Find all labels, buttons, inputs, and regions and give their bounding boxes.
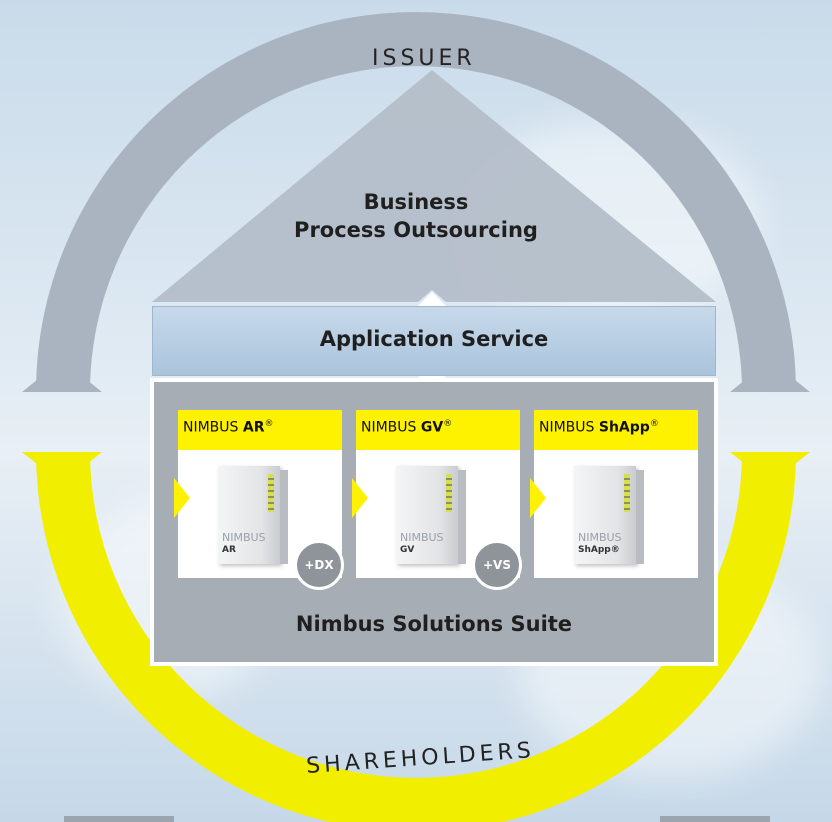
product-mark: ®: [649, 419, 659, 429]
device-brand: NIMBUS: [400, 531, 444, 544]
issuer-ring-arrow-left: [22, 360, 102, 392]
product-prefix: NIMBUS: [539, 419, 599, 436]
shareholders-ring-arrow-right: [730, 452, 810, 484]
bpo-label-line2: Process Outsourcing: [294, 218, 538, 242]
flow-chevron-icon: [530, 478, 546, 518]
server-device-icon: NIMBUS GV: [396, 466, 466, 564]
device-side: [458, 470, 466, 564]
device-side: [636, 470, 644, 564]
device-brand: NIMBUS: [578, 531, 622, 544]
product-mark: ®: [264, 419, 274, 429]
device-lights: [268, 474, 274, 512]
flow-chevron-icon: [352, 478, 368, 518]
solutions-suite-panel: NIMBUS AR® NIMBUS AR NIMBUS GV® NIMBUS G…: [150, 378, 718, 666]
solutions-suite-label: Nimbus Solutions Suite: [295, 612, 573, 636]
device-side: [280, 470, 288, 564]
device-model: GV: [400, 545, 415, 555]
device-label: NIMBUS GV: [400, 532, 444, 556]
flow-chevron-icon: [174, 478, 190, 518]
application-service-band: Application Service: [152, 306, 716, 376]
device-model: AR: [222, 545, 236, 555]
bpo-label-line1: Business: [363, 190, 469, 214]
product-name: GV: [420, 419, 444, 436]
bpo-roof: [152, 70, 716, 302]
product-mark: ®: [443, 419, 453, 429]
product-card-header: NIMBUS AR®: [178, 410, 342, 450]
product-card-gv: NIMBUS GV® NIMBUS GV: [356, 410, 520, 578]
product-card-ar: NIMBUS AR® NIMBUS AR: [178, 410, 342, 578]
device-brand: NIMBUS: [222, 531, 266, 544]
roof-connector-arrow: [418, 292, 446, 306]
issuer-label: ISSUER: [372, 46, 476, 71]
product-name: ShApp: [598, 419, 650, 436]
shareholders-ring-arrow-left: [22, 452, 102, 484]
bottom-bar-left: [64, 816, 174, 822]
shareholders-ring: [36, 452, 796, 822]
bpo-label: Business Process Outsourcing: [250, 188, 582, 244]
server-device-icon: NIMBUS ShApp®: [574, 466, 644, 564]
issuer-ring-arrow-right: [730, 360, 810, 392]
device-lights: [446, 474, 452, 512]
device-lights: [624, 474, 630, 512]
product-name: AR: [242, 419, 265, 436]
product-card-header: NIMBUS ShApp®: [534, 410, 698, 450]
device-label: NIMBUS ShApp®: [578, 532, 622, 556]
application-service-label: Application Service: [319, 327, 549, 351]
device-model: ShApp®: [578, 545, 620, 555]
issuer-ring: [36, 12, 796, 392]
bottom-bar-right: [660, 816, 770, 822]
product-card-header: NIMBUS GV®: [356, 410, 520, 450]
dx-badge: +DX: [294, 540, 344, 590]
product-card-shapp: NIMBUS ShApp® NIMBUS ShApp®: [534, 410, 698, 578]
vs-badge: +VS: [472, 540, 522, 590]
server-device-icon: NIMBUS AR: [218, 466, 288, 564]
product-prefix: NIMBUS: [361, 419, 421, 436]
product-prefix: NIMBUS: [183, 419, 243, 436]
device-label: NIMBUS AR: [222, 532, 266, 556]
